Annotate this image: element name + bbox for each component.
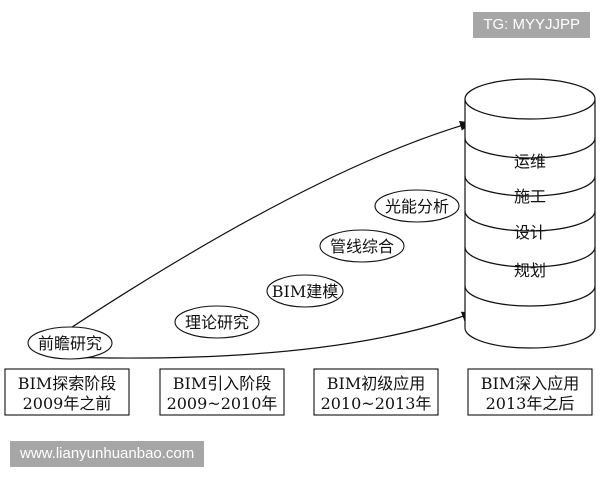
cylinder-layer-3: 设计 <box>514 223 546 242</box>
stage-period-3: 2010~2013年 <box>321 394 432 413</box>
stage-period-1: 2009年之前 <box>23 394 112 413</box>
cylinder-band-5 <box>464 285 596 307</box>
cylinder-band-3 <box>464 210 596 232</box>
stage-title-4: BIM深入应用 <box>481 374 579 393</box>
ellipse-label-4: 管线综合 <box>330 237 394 256</box>
ellipse-node-1: 前瞻研究 <box>27 326 113 360</box>
ellipse-node-4: 管线综合 <box>319 229 405 263</box>
ellipse-node-3: BIM建模 <box>266 274 344 308</box>
stage-box-3: BIM初级应用 2010~2013年 <box>313 368 439 416</box>
stage-period-4: 2013年之后 <box>486 394 575 413</box>
ellipse-label-5: 光能分析 <box>385 197 449 216</box>
cylinder-band-1 <box>464 137 596 159</box>
cylinder-layer-1: 运维 <box>514 152 546 171</box>
cylinder-band-4 <box>464 246 596 268</box>
ellipse-node-5: 光能分析 <box>374 189 460 223</box>
watermark-bottom-left: www.lianyunhuanbao.com <box>10 441 205 467</box>
stage-title-1: BIM探索阶段 <box>18 374 116 393</box>
stage-title-3: BIM初级应用 <box>327 374 425 393</box>
ellipse-label-3: BIM建模 <box>272 282 338 301</box>
stage-title-2: BIM引入阶段 <box>173 374 271 393</box>
ellipse-label-2: 理论研究 <box>185 313 249 332</box>
stage-box-1: BIM探索阶段 2009年之前 <box>4 368 130 416</box>
ellipse-label-1: 前瞻研究 <box>38 334 102 353</box>
cylinder-layer-2: 施工 <box>514 187 546 206</box>
cylinder-band-2 <box>464 175 596 197</box>
cylinder: 运维 施工 设计 规划 <box>464 78 596 349</box>
lower-arrow <box>59 311 474 359</box>
stage-box-4: BIM深入应用 2013年之后 <box>467 368 593 416</box>
stage-box-2: BIM引入阶段 2009~2010年 <box>159 368 285 416</box>
watermark-top-right: TG: MYYJJPP <box>473 12 590 38</box>
ellipse-node-2: 理论研究 <box>174 305 260 339</box>
upper-arrow <box>59 121 472 336</box>
cylinder-layer-4: 规划 <box>514 261 546 280</box>
stage-period-2: 2009~2010年 <box>167 394 278 413</box>
